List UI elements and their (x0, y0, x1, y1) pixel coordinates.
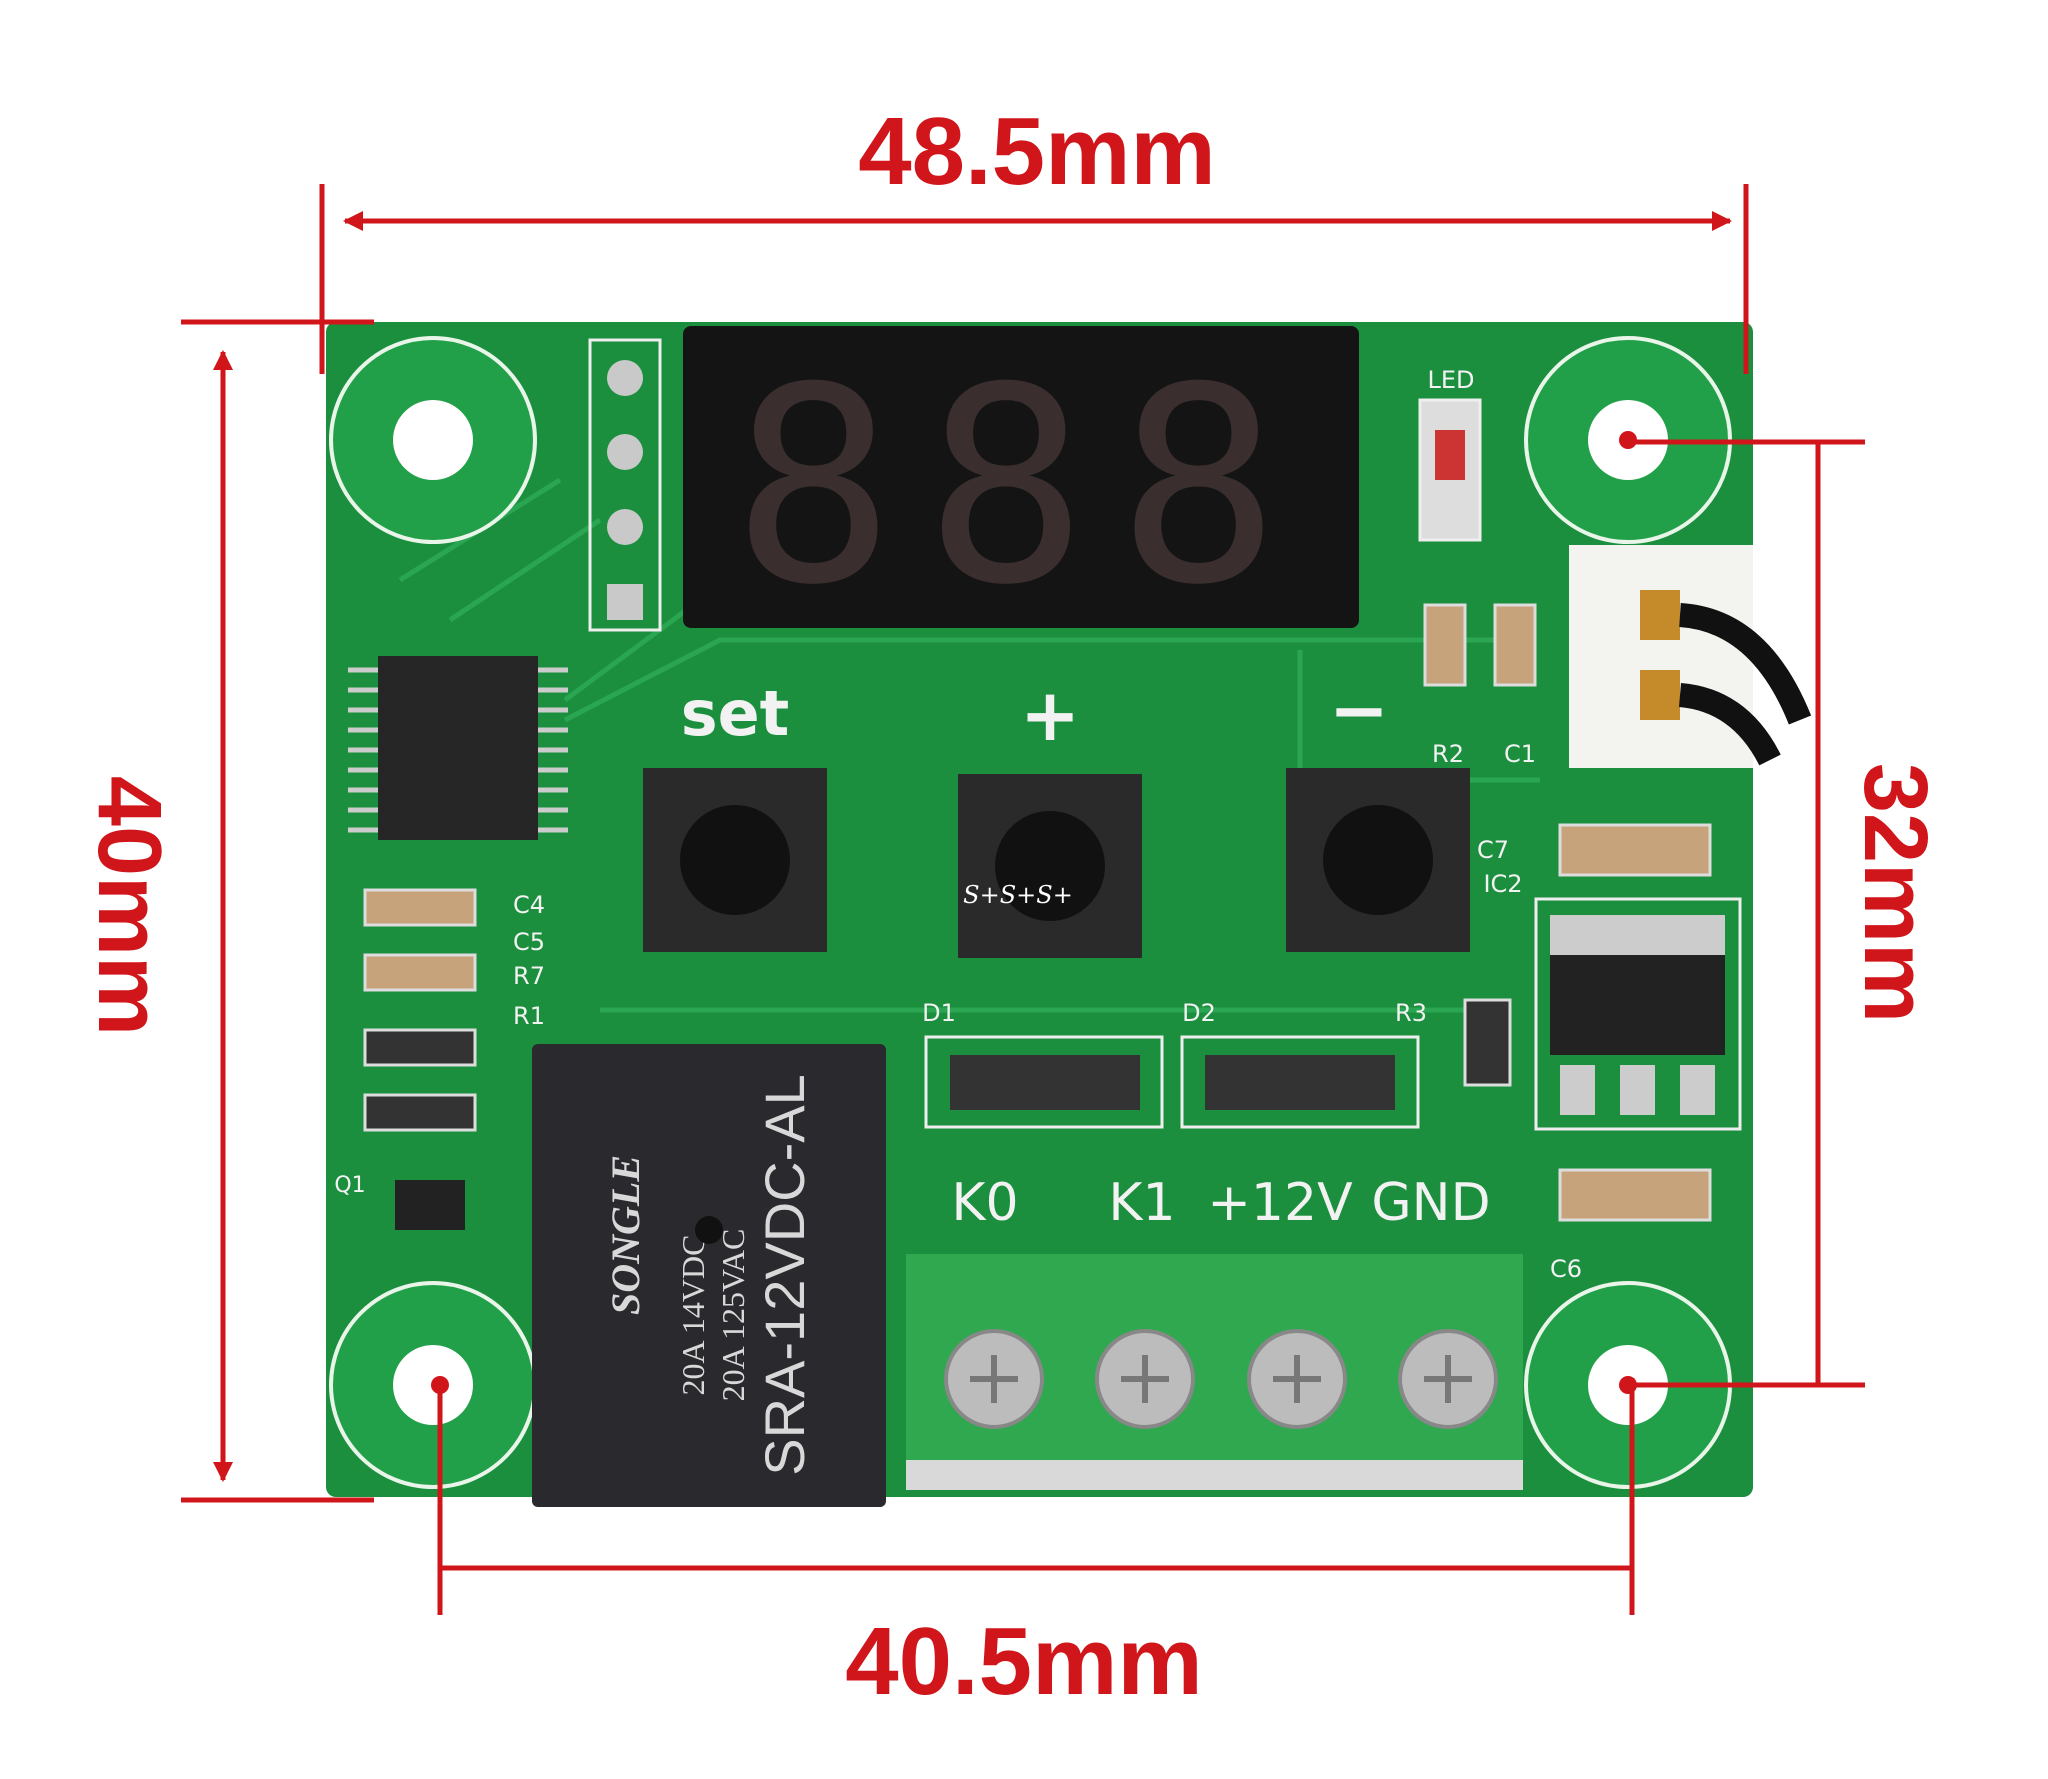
dimension-hole-horizontal: 40.5mm (845, 1608, 1203, 1715)
diode-d1 (924, 1035, 1164, 1129)
transistor-q1 (395, 1180, 465, 1230)
label-r1: R1 (513, 1002, 545, 1030)
label-set: set (681, 677, 790, 750)
relay: SRA-12VDC-AL SONGLE 20A 14VDC 20A 125VAC (532, 1044, 886, 1507)
smd-components (363, 603, 1712, 1222)
header-pins (588, 338, 662, 632)
label-r2: R2 (1432, 740, 1464, 768)
display-digits: 888 (732, 329, 1310, 644)
label-d2: D2 (1182, 999, 1216, 1027)
label-plus: + (1020, 673, 1080, 757)
dimension-lines (181, 184, 1865, 1615)
label-k0: K0 (951, 1173, 1018, 1233)
label-d1: D1 (922, 999, 956, 1027)
label-r7: R7 (513, 962, 545, 990)
seven-segment-display: 888 (683, 326, 1359, 644)
terminal-block (906, 1254, 1523, 1490)
label-c7: C7 (1477, 836, 1509, 864)
button-minus[interactable] (1286, 768, 1470, 952)
relay-rating-2: 20A 125VAC (715, 1229, 751, 1402)
label-c6: C6 (1550, 1255, 1582, 1283)
voltage-regulator (1534, 897, 1742, 1131)
label-q1: Q1 (334, 1173, 365, 1198)
dimension-width: 48.5mm (858, 98, 1216, 205)
relay-model: SRA-12VDC-AL (753, 1074, 816, 1475)
watermark: S+S+S+ (963, 881, 1073, 909)
label-led: LED (1427, 366, 1474, 394)
dimension-height: 40mm (79, 776, 179, 1036)
label-k1: K1 (1108, 1173, 1175, 1233)
relay-brand: SONGLE (603, 1155, 648, 1315)
button-plus[interactable] (958, 774, 1142, 958)
label-minus: − (1329, 668, 1389, 752)
label-ic2: IC2 (1483, 870, 1522, 898)
label-c4: C4 (513, 891, 545, 919)
diode-d2 (1180, 1035, 1420, 1129)
sensor-connector (1569, 545, 1812, 768)
label-12v: +12V (1207, 1173, 1353, 1233)
relay-rating-1: 20A 14VDC (675, 1235, 711, 1396)
dimension-hole-vertical: 32mm (1845, 763, 1945, 1023)
label-r3: R3 (1395, 999, 1427, 1027)
microcontroller-chip (378, 656, 538, 840)
label-gnd: GND (1371, 1173, 1490, 1233)
label-c1: C1 (1504, 740, 1536, 768)
button-set[interactable] (643, 768, 827, 952)
label-c5: C5 (513, 928, 545, 956)
silkscreen-labels: set + − LED R2 C1 C7 IC2 C4 C5 R7 R1 Q1 … (334, 366, 1582, 1283)
